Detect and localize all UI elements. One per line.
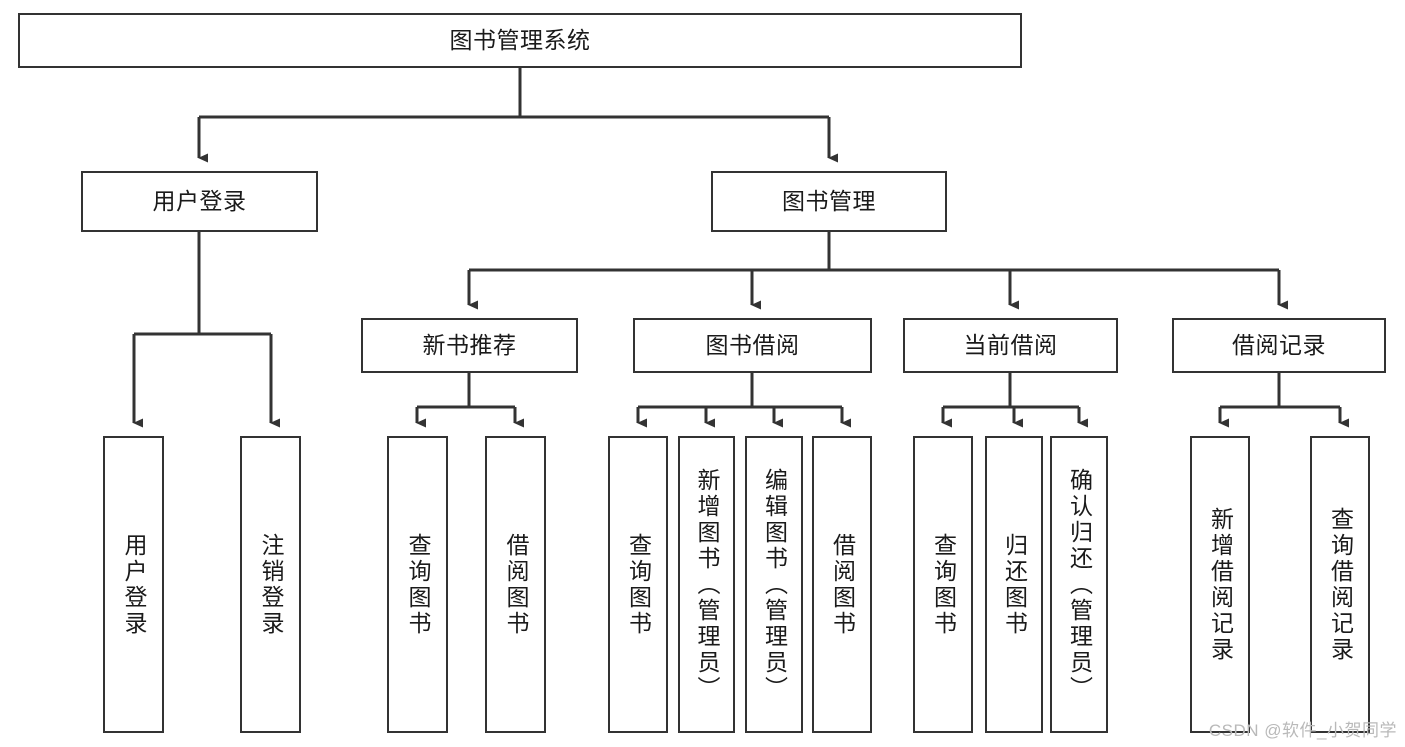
- node-label: 当前借阅: [963, 332, 1058, 359]
- node-new-book-rec[interactable]: 新书推荐: [361, 318, 578, 373]
- node-leaf-borrow-book-1[interactable]: 借阅图书: [485, 436, 546, 733]
- watermark-credit: CSDN @软件_小贺同学: [1208, 721, 1397, 740]
- node-leaf-add-book[interactable]: 新增图书（管理员）: [678, 436, 735, 733]
- node-label: 借阅图书: [829, 532, 856, 637]
- node-label: 归还图书: [1001, 532, 1028, 637]
- node-current-borrow[interactable]: 当前借阅: [903, 318, 1118, 373]
- node-leaf-query-book-2[interactable]: 查询图书: [608, 436, 668, 733]
- node-root-system[interactable]: 图书管理系统: [18, 13, 1022, 68]
- node-leaf-user-login[interactable]: 用户登录: [103, 436, 164, 733]
- node-leaf-edit-book[interactable]: 编辑图书（管理员）: [745, 436, 803, 733]
- node-leaf-return-book[interactable]: 归还图书: [985, 436, 1043, 733]
- node-label: 借阅记录: [1232, 332, 1326, 359]
- node-leaf-user-logout[interactable]: 注销登录: [240, 436, 301, 733]
- node-label: 编辑图书（管理员）: [761, 467, 788, 702]
- node-label: 用户登录: [121, 532, 147, 637]
- node-label: 新增借阅记录: [1207, 506, 1234, 663]
- node-label: 查询图书: [625, 532, 652, 637]
- node-label: 查询图书: [930, 532, 957, 637]
- node-label: 图书借阅: [705, 332, 800, 359]
- node-book-borrow[interactable]: 图书借阅: [633, 318, 872, 373]
- node-leaf-add-record[interactable]: 新增借阅记录: [1190, 436, 1250, 733]
- node-user-login[interactable]: 用户登录: [81, 171, 318, 232]
- node-leaf-query-record[interactable]: 查询借阅记录: [1310, 436, 1370, 733]
- node-label: 查询借阅记录: [1327, 506, 1354, 663]
- node-label: 图书管理: [782, 188, 876, 215]
- node-leaf-confirm-return[interactable]: 确认归还（管理员）: [1050, 436, 1108, 733]
- node-label: 新书推荐: [422, 332, 517, 359]
- node-label: 查询图书: [405, 532, 431, 637]
- node-leaf-borrow-book-2[interactable]: 借阅图书: [812, 436, 872, 733]
- node-label: 注销登录: [258, 532, 284, 637]
- node-leaf-query-book-3[interactable]: 查询图书: [913, 436, 973, 733]
- node-label: 图书管理系统: [449, 27, 591, 54]
- node-label: 确认归还（管理员）: [1066, 467, 1093, 702]
- node-label: 借阅图书: [503, 532, 529, 637]
- node-label: 新增图书（管理员）: [694, 467, 720, 702]
- node-leaf-query-book-1[interactable]: 查询图书: [387, 436, 448, 733]
- node-label: 用户登录: [152, 188, 247, 215]
- node-borrow-record[interactable]: 借阅记录: [1172, 318, 1386, 373]
- node-book-manage[interactable]: 图书管理: [711, 171, 947, 232]
